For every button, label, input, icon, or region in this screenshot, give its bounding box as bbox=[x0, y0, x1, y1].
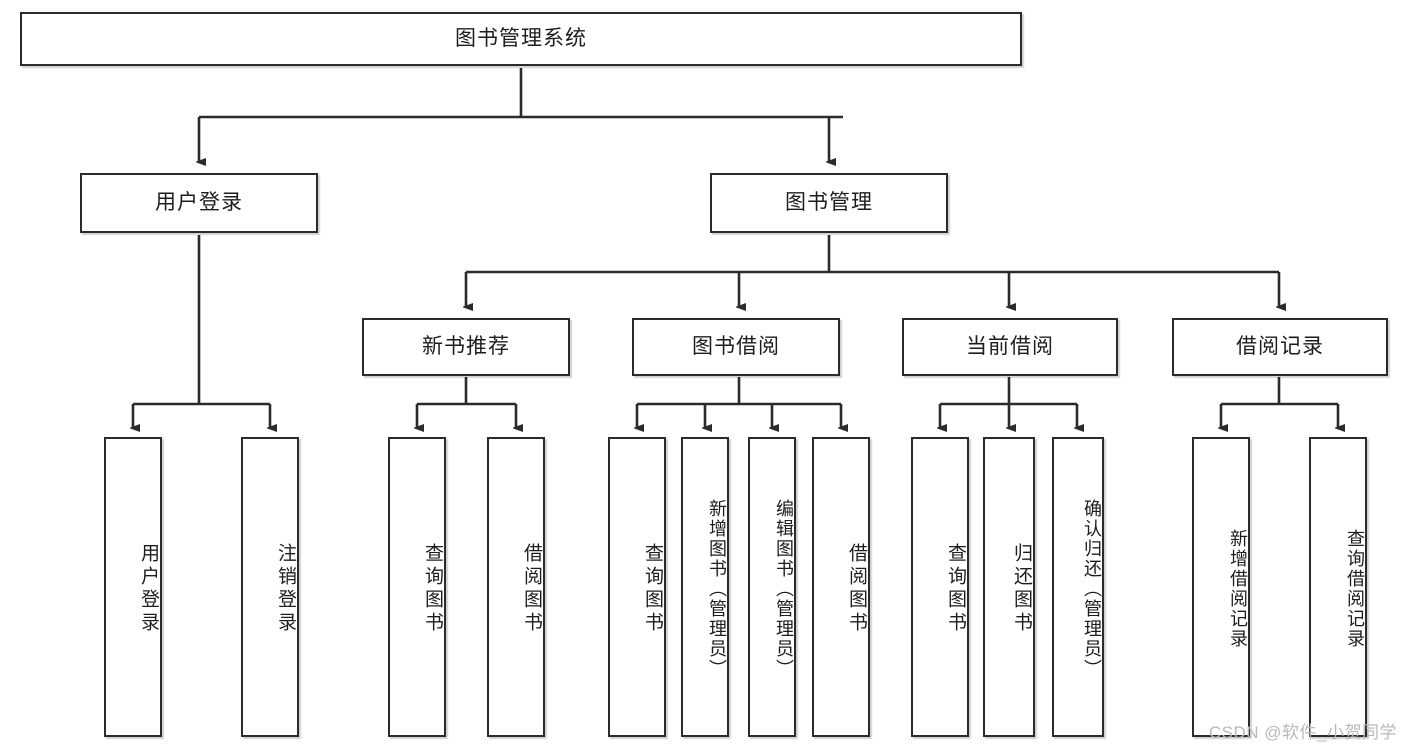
node-label: 借阅图书 bbox=[521, 543, 542, 635]
node-new-book-recommend[interactable]: 新书推荐 bbox=[362, 318, 570, 376]
node-label: 查询图书 bbox=[642, 543, 663, 635]
node-label: 注销登录 bbox=[275, 543, 296, 635]
node-leaf-query-book-3[interactable]: 查询图书 bbox=[911, 437, 969, 737]
node-leaf-add-record[interactable]: 新增借阅记录 bbox=[1192, 437, 1250, 737]
node-label: 图书借阅 bbox=[692, 335, 780, 359]
node-leaf-return-book[interactable]: 归还图书 bbox=[983, 437, 1035, 737]
node-leaf-add-book[interactable]: 新增图书（管理员） bbox=[681, 437, 729, 737]
node-leaf-query-book-1[interactable]: 查询图书 bbox=[388, 437, 446, 737]
node-label: 确认归还（管理员） bbox=[1082, 499, 1102, 679]
node-leaf-edit-book[interactable]: 编辑图书（管理员） bbox=[748, 437, 796, 737]
node-book-manage[interactable]: 图书管理 bbox=[710, 173, 948, 233]
node-label: 新增图书（管理员） bbox=[707, 499, 727, 679]
node-label: 归还图书 bbox=[1011, 543, 1032, 635]
node-leaf-confirm-return[interactable]: 确认归还（管理员） bbox=[1052, 437, 1104, 737]
node-leaf-borrow-book-2[interactable]: 借阅图书 bbox=[812, 437, 870, 737]
node-user-login[interactable]: 用户登录 bbox=[80, 173, 318, 233]
node-label: 借阅图书 bbox=[846, 543, 867, 635]
node-label: 借阅记录 bbox=[1236, 335, 1324, 359]
node-label: 图书管理系统 bbox=[455, 27, 587, 51]
node-label: 编辑图书（管理员） bbox=[774, 499, 794, 679]
node-book-borrow[interactable]: 图书借阅 bbox=[632, 318, 840, 376]
node-root-title[interactable]: 图书管理系统 bbox=[20, 12, 1022, 66]
node-leaf-query-book-2[interactable]: 查询图书 bbox=[608, 437, 666, 737]
node-label: 图书管理 bbox=[785, 191, 873, 215]
node-leaf-user-login[interactable]: 用户登录 bbox=[104, 437, 162, 737]
node-leaf-logout[interactable]: 注销登录 bbox=[241, 437, 299, 737]
node-label: 新书推荐 bbox=[422, 335, 510, 359]
node-label: 新增借阅记录 bbox=[1228, 529, 1248, 649]
node-leaf-query-record[interactable]: 查询借阅记录 bbox=[1309, 437, 1367, 737]
node-label: 当前借阅 bbox=[966, 335, 1054, 359]
node-label: 查询图书 bbox=[945, 543, 966, 635]
node-label: 用户登录 bbox=[155, 191, 243, 215]
node-label: 查询借阅记录 bbox=[1345, 529, 1365, 649]
node-current-borrow[interactable]: 当前借阅 bbox=[902, 318, 1118, 376]
csdn-watermark: CSDN @软件_小贺同学 bbox=[1208, 723, 1397, 742]
node-borrow-record[interactable]: 借阅记录 bbox=[1172, 318, 1388, 376]
node-leaf-borrow-book-1[interactable]: 借阅图书 bbox=[487, 437, 545, 737]
node-label: 用户登录 bbox=[138, 543, 159, 635]
node-label: 查询图书 bbox=[422, 543, 443, 635]
